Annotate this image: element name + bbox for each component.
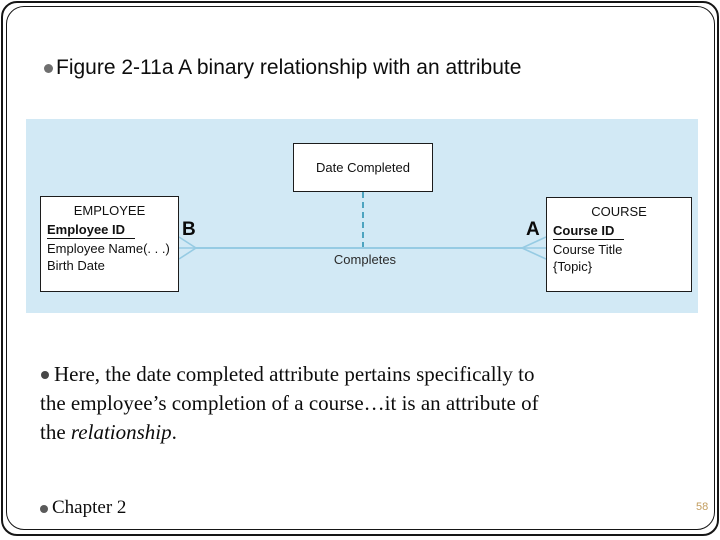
- entity-employee-attr: Employee Name(. . .): [47, 241, 170, 256]
- body-paragraph: Here, the date completed attribute perta…: [40, 360, 680, 447]
- body-line-text: .: [171, 420, 177, 444]
- body-line-italic: relationship: [70, 420, 172, 444]
- cardinality-label-b: B: [182, 219, 196, 240]
- attribute-box-date-completed: Date Completed: [293, 143, 433, 192]
- page-number: 58: [696, 501, 709, 513]
- slide-title-row: Figure 2-11a A binary relationship with …: [44, 56, 521, 80]
- chapter-label: Chapter 2: [52, 497, 127, 518]
- entity-course-attr: {Topic}: [553, 259, 593, 274]
- body-line-text: the employee’s completion of a course…it…: [40, 391, 539, 415]
- entity-course-key: Course ID: [553, 222, 625, 240]
- er-diagram-panel: Date Completed EMPLOYEE Employee ID Empl…: [26, 119, 698, 313]
- entity-course-attr: Course Title: [553, 242, 623, 257]
- body-line-text: the: [40, 420, 71, 444]
- connector-lines: [178, 192, 547, 260]
- slide-title: Figure 2-11a A binary relationship with …: [56, 56, 522, 79]
- bullet-icon: [41, 371, 49, 380]
- cardinality-label-a: A: [526, 219, 540, 240]
- entity-course: COURSE Course ID Course Title {Topic}: [546, 197, 692, 292]
- entity-employee-attr: Birth Date: [47, 258, 105, 273]
- bullet-icon: [40, 505, 48, 513]
- body-line-text: Here, the date completed attribute perta…: [54, 362, 535, 386]
- chapter-footer: Chapter 2: [40, 497, 126, 519]
- entity-employee: EMPLOYEE Employee ID Employee Name(. . .…: [40, 196, 179, 292]
- body-line: Here, the date completed attribute perta…: [40, 360, 680, 389]
- bullet-icon: [44, 64, 53, 73]
- relationship-label: Completes: [333, 252, 397, 267]
- entity-employee-name: EMPLOYEE: [73, 203, 146, 218]
- body-line: the employee’s completion of a course…it…: [40, 389, 680, 418]
- body-line: the relationship.: [40, 418, 680, 447]
- entity-course-name: COURSE: [591, 204, 647, 219]
- attribute-label: Date Completed: [316, 160, 410, 175]
- entity-employee-key: Employee ID: [47, 221, 136, 239]
